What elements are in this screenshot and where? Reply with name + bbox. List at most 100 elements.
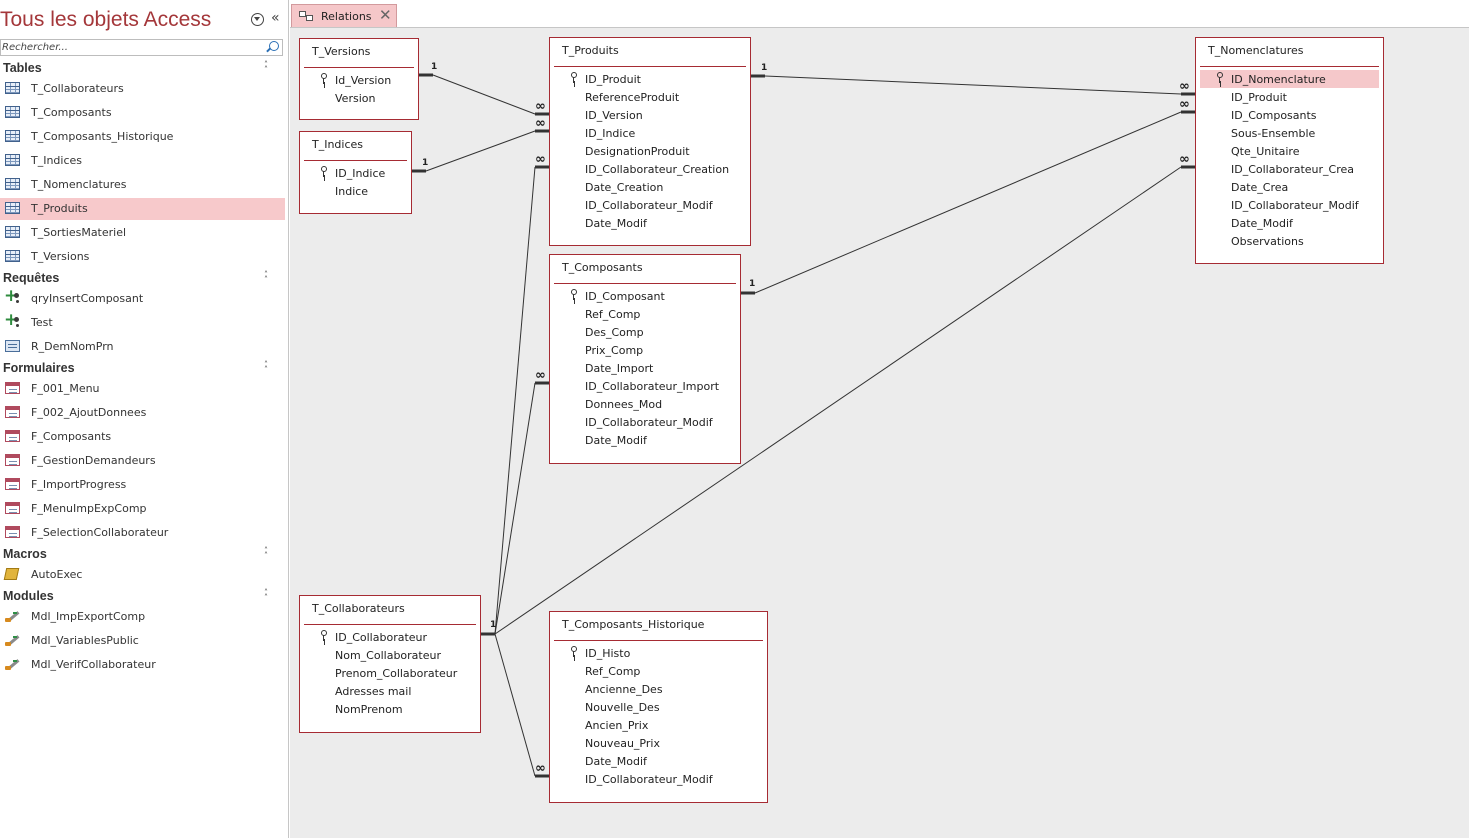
relationship-line[interactable] xyxy=(481,632,549,778)
nav-group-formulaires[interactable]: Formulaires˄˄ xyxy=(0,359,283,379)
nav-search-box[interactable] xyxy=(0,39,283,56)
table-field[interactable]: Ref_Comp xyxy=(554,305,736,323)
table-field[interactable]: Date_Modif xyxy=(1200,214,1379,232)
table-field[interactable]: ID_Composants xyxy=(1200,106,1379,124)
nav-item[interactable]: Mdl_VerifCollaborateur xyxy=(0,654,285,676)
nav-item[interactable]: Mdl_VariablesPublic xyxy=(0,630,285,652)
primary-key-field[interactable]: ID_Indice xyxy=(304,164,407,182)
table-field[interactable]: Qte_Unitaire xyxy=(1200,142,1379,160)
table-field[interactable]: Date_Import xyxy=(554,359,736,377)
table-title[interactable]: T_Collaborateurs xyxy=(312,602,405,615)
table-field[interactable]: ID_Collaborateur_Import xyxy=(554,377,736,395)
nav-item[interactable]: T_Produits xyxy=(0,198,285,220)
table-field[interactable]: Nom_Collaborateur xyxy=(304,646,476,664)
relationship-line[interactable] xyxy=(481,381,549,636)
primary-key-field[interactable]: ID_Produit xyxy=(554,70,746,88)
relationship-line[interactable] xyxy=(741,110,1195,295)
nav-item[interactable]: T_Composants xyxy=(0,102,285,124)
table-field[interactable]: Des_Comp xyxy=(554,323,736,341)
nav-item[interactable]: qryInsertComposant xyxy=(0,286,285,310)
nav-group-macros[interactable]: Macros˄˄ xyxy=(0,545,283,565)
table-field[interactable]: Sous-Ensemble xyxy=(1200,124,1379,142)
search-icon[interactable] xyxy=(269,41,279,51)
table-field[interactable]: ID_Produit xyxy=(1200,88,1379,106)
collapse-group-icon[interactable]: ˄˄ xyxy=(264,60,268,74)
table-field[interactable]: Prix_Comp xyxy=(554,341,736,359)
table-field[interactable]: ID_Version xyxy=(554,106,746,124)
nav-item[interactable]: T_Indices xyxy=(0,150,285,172)
table-field[interactable]: NomPrenom xyxy=(304,700,476,718)
table-field[interactable]: Nouvelle_Des xyxy=(554,698,763,716)
table-title[interactable]: T_Indices xyxy=(312,138,364,151)
table-field[interactable]: Date_Modif xyxy=(554,752,763,770)
nav-item[interactable]: F_002_AjoutDonnees xyxy=(0,402,285,424)
primary-key-field[interactable]: ID_Nomenclature xyxy=(1200,70,1379,88)
table-field[interactable]: ID_Collaborateur_Modif xyxy=(554,196,746,214)
relationship-line[interactable] xyxy=(751,74,1195,96)
table-title[interactable]: T_Nomenclatures xyxy=(1208,44,1304,57)
table-title[interactable]: T_Composants_Historique xyxy=(562,618,705,631)
primary-key-field[interactable]: ID_Composant xyxy=(554,287,736,305)
nav-item[interactable]: AutoExec xyxy=(0,564,285,586)
primary-key-field[interactable]: Id_Version xyxy=(304,71,414,89)
table-field[interactable]: Adresses mail xyxy=(304,682,476,700)
table-field[interactable]: ID_Collaborateur_Crea xyxy=(1200,160,1379,178)
table-field[interactable]: Observations xyxy=(1200,232,1379,250)
table-field[interactable]: DesignationProduit xyxy=(554,142,746,160)
table-title[interactable]: T_Versions xyxy=(312,45,371,58)
nav-item[interactable]: T_Versions xyxy=(0,246,285,268)
table-field[interactable]: Date_Modif xyxy=(554,214,746,232)
nav-pane-title[interactable]: Tous les objets Access xyxy=(0,8,212,31)
primary-key-field[interactable]: ID_Collaborateur xyxy=(304,628,476,646)
nav-item[interactable]: F_MenuImpExpComp xyxy=(0,498,285,520)
nav-item[interactable]: F_ImportProgress xyxy=(0,474,285,496)
nav-dropdown-icon[interactable] xyxy=(251,13,264,26)
table-title[interactable]: T_Composants xyxy=(562,261,643,274)
nav-item[interactable]: F_SelectionCollaborateur xyxy=(0,522,285,544)
table-field[interactable]: Nouveau_Prix xyxy=(554,734,763,752)
nav-item[interactable]: R_DemNomPrn xyxy=(0,336,285,358)
nav-item[interactable]: T_SortiesMateriel xyxy=(0,222,285,244)
nav-item[interactable]: T_Composants_Historique xyxy=(0,126,285,148)
nav-group-requtes[interactable]: Requêtes˄˄ xyxy=(0,269,283,289)
collapse-group-icon[interactable]: ˄˄ xyxy=(264,270,268,284)
nav-item[interactable]: F_001_Menu xyxy=(0,378,285,400)
table-field[interactable]: Indice xyxy=(304,182,407,200)
nav-item[interactable]: Mdl_ImpExportComp xyxy=(0,606,285,628)
primary-key-field[interactable]: ID_Histo xyxy=(554,644,763,662)
close-icon[interactable]: ✕ xyxy=(379,6,392,24)
table-field[interactable]: ID_Collaborateur_Modif xyxy=(554,770,763,788)
table-field[interactable]: ID_Collaborateur_Creation xyxy=(554,160,746,178)
shutter-bar-collapse-icon[interactable]: « xyxy=(271,10,280,26)
table-field[interactable]: ID_Indice xyxy=(554,124,746,142)
table-field[interactable]: Ancienne_Des xyxy=(554,680,763,698)
table-field[interactable]: ReferenceProduit xyxy=(554,88,746,106)
relationship-line[interactable] xyxy=(419,73,549,116)
relationship-line[interactable] xyxy=(481,165,549,636)
nav-item[interactable]: Test xyxy=(0,310,285,334)
tab-relations[interactable]: Relations ✕ xyxy=(291,4,397,27)
nav-item[interactable]: T_Nomenclatures xyxy=(0,174,285,196)
table-field[interactable]: Version xyxy=(304,89,414,107)
table-field[interactable]: Ancien_Prix xyxy=(554,716,763,734)
table-field[interactable]: ID_Collaborateur_Modif xyxy=(554,413,736,431)
table-field[interactable]: Ref_Comp xyxy=(554,662,763,680)
collapse-group-icon[interactable]: ˄˄ xyxy=(264,360,268,374)
table-field[interactable]: Date_Modif xyxy=(554,431,736,449)
nav-group-tables[interactable]: Tables˄˄ xyxy=(0,59,283,79)
table-field[interactable]: Donnees_Mod xyxy=(554,395,736,413)
collapse-group-icon[interactable]: ˄˄ xyxy=(264,588,268,602)
nav-item[interactable]: F_Composants xyxy=(0,426,285,448)
table-field[interactable]: Date_Creation xyxy=(554,178,746,196)
table-field[interactable]: Date_Crea xyxy=(1200,178,1379,196)
table-field[interactable]: ID_Collaborateur_Modif xyxy=(1200,196,1379,214)
collapse-group-icon[interactable]: ˄˄ xyxy=(264,546,268,560)
nav-group-modules[interactable]: Modules˄˄ xyxy=(0,587,283,607)
table-field[interactable]: Prenom_Collaborateur xyxy=(304,664,476,682)
search-input[interactable] xyxy=(1,40,264,55)
